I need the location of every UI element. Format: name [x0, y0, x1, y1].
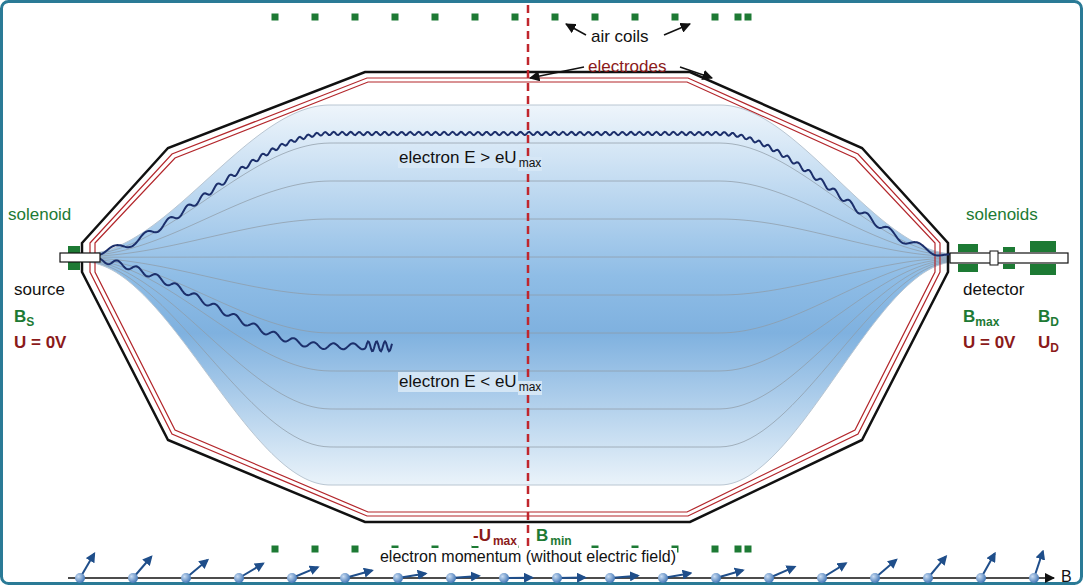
electron-dot — [711, 573, 721, 583]
electron-path — [84, 132, 954, 256]
subscript: D — [1050, 316, 1059, 330]
field-line — [84, 259, 954, 333]
subscript: max — [518, 157, 543, 171]
field-symbol: B — [14, 307, 26, 327]
electron-trajectories — [84, 132, 954, 351]
source-solenoid — [60, 246, 100, 270]
coil-square — [745, 546, 752, 553]
electron-dot — [499, 573, 509, 583]
electrode-label: electrodes — [588, 57, 666, 77]
electron-dot — [340, 573, 350, 583]
flux-tube-outline — [84, 105, 955, 485]
electrode-outer — [90, 78, 940, 516]
coil-square — [735, 14, 742, 21]
electron-dot — [764, 573, 774, 583]
subscript: max — [518, 381, 543, 395]
electron-dot — [870, 573, 880, 583]
trajectory-label: electron E > eU — [398, 148, 518, 168]
coil-square — [592, 14, 599, 21]
subscript: S — [26, 316, 34, 330]
potential-symbol: U — [1038, 333, 1050, 353]
solenoid-label: solenoid — [8, 205, 71, 225]
field-line — [84, 257, 954, 258]
coil-square — [272, 546, 279, 553]
air-coils — [272, 14, 752, 553]
field-line — [84, 260, 954, 371]
field-symbol: B — [1038, 307, 1050, 327]
leader-arrows — [530, 24, 712, 78]
coil-square — [312, 14, 319, 21]
electron-dot — [605, 573, 615, 583]
field-line — [84, 219, 954, 256]
coil-square — [432, 14, 439, 21]
electron-dot — [287, 573, 297, 583]
coil-square — [512, 14, 519, 21]
field-line — [84, 261, 954, 447]
electron-dot — [1029, 573, 1039, 583]
source-label: source — [14, 280, 65, 300]
axis-symbol: B — [1061, 568, 1072, 585]
subscript: max — [492, 535, 518, 549]
coil-square — [392, 14, 399, 21]
trajectory-label: electron E < eU — [398, 372, 518, 392]
electron-dot — [75, 573, 85, 583]
coil-square — [712, 546, 719, 553]
electron-dot — [552, 573, 562, 583]
potential-symbol: -U — [472, 526, 492, 546]
potential-label: U = 0V — [963, 333, 1015, 353]
coil-square — [312, 546, 319, 553]
potential-label: U = 0V — [14, 333, 66, 353]
coil-square — [472, 14, 479, 21]
coil-square — [735, 546, 742, 553]
coil-square — [352, 14, 359, 21]
electron-dot — [128, 573, 138, 583]
coil-label: air coils — [591, 27, 649, 47]
field-line — [84, 143, 954, 255]
coil-square — [552, 14, 559, 21]
analysing-plane — [527, 5, 530, 560]
electron-dot — [393, 573, 403, 583]
coil-square — [712, 14, 719, 21]
coil-square — [745, 14, 752, 21]
electron-dot — [817, 573, 827, 583]
coil-square — [672, 14, 679, 21]
vessel — [82, 72, 948, 522]
electron-dot — [181, 573, 191, 583]
electron-path — [84, 258, 392, 351]
subscript: min — [549, 535, 572, 549]
coil-square — [352, 546, 359, 553]
coil-square — [632, 14, 639, 21]
field-symbol: B — [535, 526, 549, 546]
field-line — [84, 181, 954, 256]
electrode-inner — [95, 82, 935, 512]
detector-label: detector — [963, 280, 1024, 300]
subscript: max — [975, 316, 999, 330]
detector-solenoids — [950, 241, 1068, 275]
field-line — [84, 260, 954, 409]
electron-dot — [234, 573, 244, 583]
subscript: D — [1050, 342, 1059, 356]
coil-square — [272, 14, 279, 21]
axis-caption: electron momentum (without electric fiel… — [379, 548, 677, 566]
electron-dot — [923, 573, 933, 583]
electron-dot — [976, 573, 986, 583]
flux-tube — [84, 105, 955, 485]
electron-dot — [446, 573, 456, 583]
electron-dot — [658, 573, 668, 583]
field-symbol: B — [963, 307, 975, 327]
field-line — [84, 258, 954, 295]
solenoid-label: solenoids — [966, 205, 1038, 225]
